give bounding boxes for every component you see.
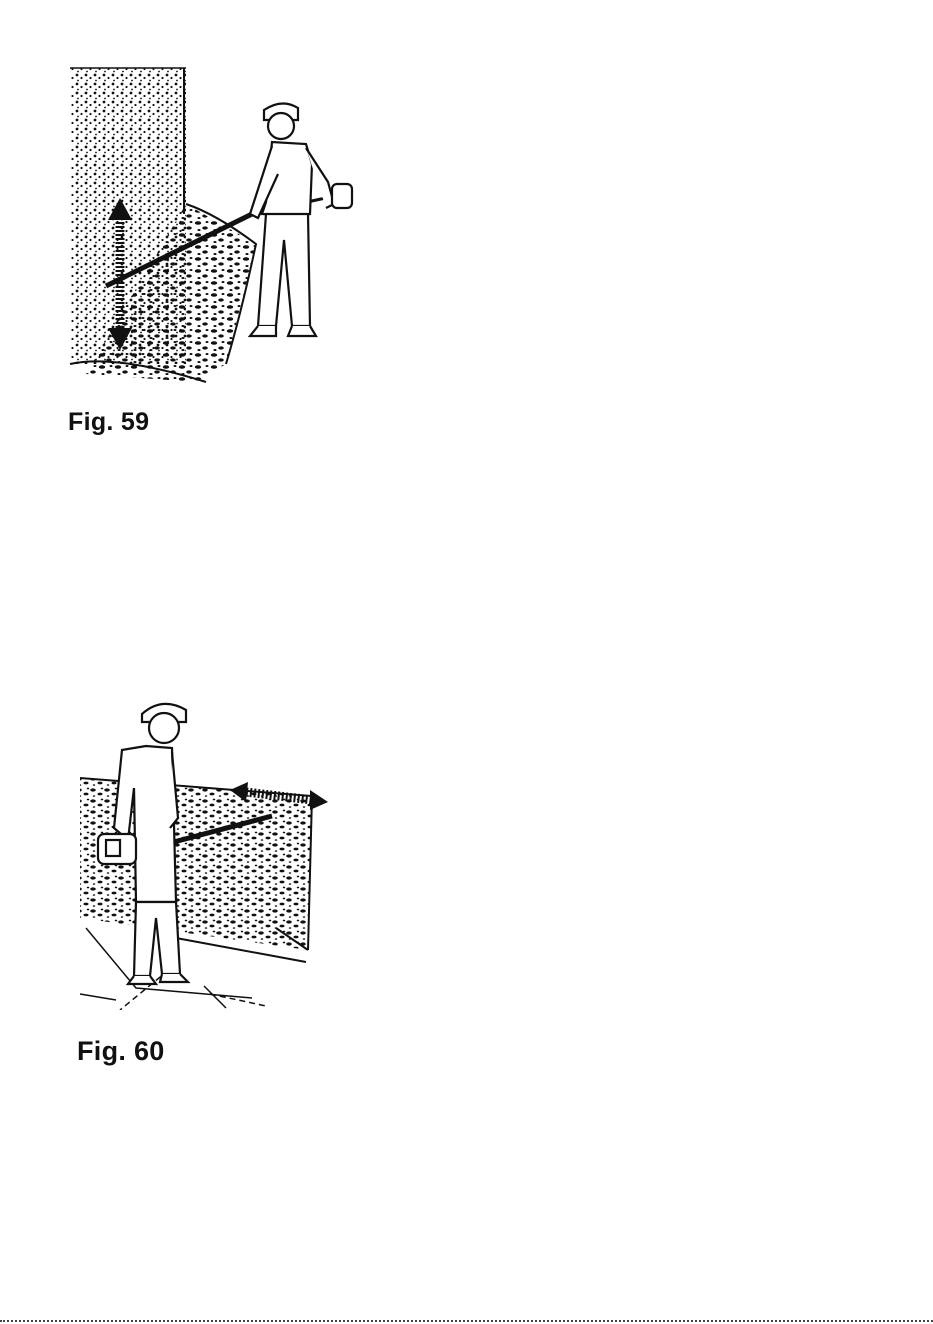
figure-60-caption: Fig. 60 [77, 1036, 165, 1067]
operator [250, 103, 352, 336]
figure-60-illustration [76, 688, 338, 1010]
figure-59-caption: Fig. 59 [68, 408, 149, 437]
operator [98, 704, 188, 984]
figure-59-drawing [66, 64, 358, 384]
figure-60-drawing [76, 688, 338, 1010]
figure-59-illustration [66, 64, 358, 384]
page-bottom-rule [0, 1320, 933, 1322]
